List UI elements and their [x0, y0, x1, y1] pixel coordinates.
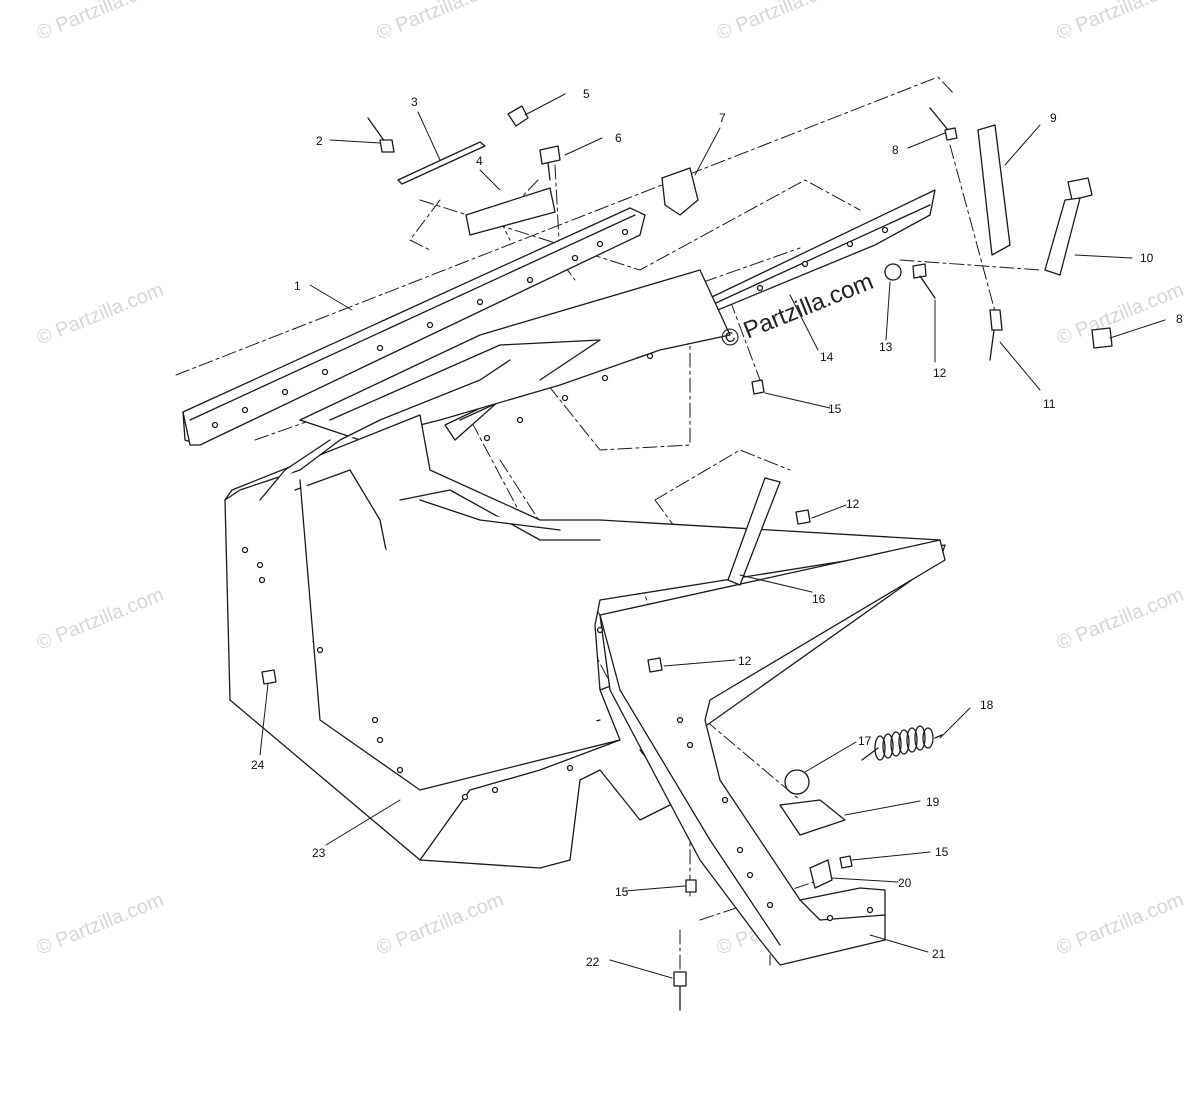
part-12-rivet	[912, 263, 936, 299]
watermark: © Partzilla.com	[34, 279, 167, 350]
watermark: © Partzilla.com	[1054, 0, 1187, 45]
part-12-rivet	[795, 509, 811, 525]
callout-8: 8	[892, 143, 899, 157]
part-2-rivet	[367, 117, 395, 153]
part-12-rivet	[647, 657, 663, 673]
part-15-rivet	[685, 879, 697, 893]
callout-21: 21	[932, 947, 946, 961]
part-11-pin	[989, 309, 1003, 361]
callout-14: 14	[820, 350, 834, 364]
part-3-strip	[397, 141, 486, 185]
part-1-upper-rail	[182, 207, 646, 446]
part-5-knob	[507, 105, 529, 127]
callout-15: 15	[828, 402, 842, 416]
callout-23: 23	[312, 846, 326, 860]
part-19-plate	[779, 799, 846, 836]
callout-12: 12	[846, 497, 860, 511]
part-13-grommet	[884, 263, 902, 281]
callout-labels: 1 2 3 4 5 6 7 8 8 9 10 11 12 12 12 13 14…	[251, 87, 1183, 969]
watermark: © Partzilla.com	[34, 584, 167, 655]
callout-15: 15	[615, 885, 629, 899]
callout-8: 8	[1176, 312, 1183, 326]
watermark: © Partzilla.com	[1054, 279, 1187, 350]
part-15-rivet	[751, 379, 765, 395]
part-16-bracket	[727, 477, 781, 586]
part-10-handle	[1044, 177, 1093, 276]
callout-10: 10	[1140, 251, 1154, 265]
callout-15: 15	[935, 845, 949, 859]
callout-12: 12	[738, 654, 752, 668]
watermark-layer: © Partzilla.com © Partzilla.com © Partzi…	[34, 0, 1187, 960]
part-17-plug	[784, 769, 810, 795]
watermark: © Partzilla.com	[374, 0, 507, 45]
callout-6: 6	[615, 131, 622, 145]
callout-19: 19	[926, 795, 940, 809]
callout-1: 1	[294, 279, 301, 293]
callout-2: 2	[316, 134, 323, 148]
callout-5: 5	[583, 87, 590, 101]
part-20-clip	[809, 859, 833, 889]
callout-20: 20	[898, 876, 912, 890]
part-23-body-tub	[224, 359, 946, 869]
part-15-rivet	[839, 855, 853, 869]
leader-lines	[259, 93, 1166, 979]
callout-4: 4	[476, 154, 483, 168]
watermark: © Partzilla.com	[34, 0, 167, 45]
callout-11: 11	[1043, 397, 1056, 411]
tub-holes-left	[241, 546, 574, 801]
part-4-plate	[465, 187, 556, 236]
watermark: © Partzilla.com	[34, 889, 167, 960]
callout-18: 18	[980, 698, 994, 712]
right-arm	[596, 539, 946, 966]
part-9-upright-bracket	[977, 124, 1011, 256]
callout-7: 7	[719, 111, 726, 125]
part-8-cap	[929, 107, 1113, 349]
part-22-rivet	[673, 971, 687, 1011]
callout-12: 12	[933, 366, 947, 380]
part-18-spring	[861, 725, 943, 761]
part-24-rivet	[261, 669, 277, 685]
callout-16: 16	[812, 592, 826, 606]
callout-24: 24	[251, 758, 265, 772]
part-7-bracket	[661, 167, 699, 216]
callout-22: 22	[586, 955, 600, 969]
part-6-bolt	[539, 145, 561, 181]
callout-9: 9	[1050, 111, 1057, 125]
callout-13: 13	[879, 340, 893, 354]
center-watermark: © Partzilla.com	[717, 268, 877, 354]
watermark: © Partzilla.com	[374, 889, 507, 960]
inner-panel-sheet	[299, 269, 731, 441]
watermark: © Partzilla.com	[714, 0, 847, 45]
callout-17: 17	[858, 734, 872, 748]
callout-3: 3	[411, 95, 418, 109]
watermark: © Partzilla.com	[1054, 889, 1187, 960]
watermark: © Partzilla.com	[1054, 584, 1187, 655]
